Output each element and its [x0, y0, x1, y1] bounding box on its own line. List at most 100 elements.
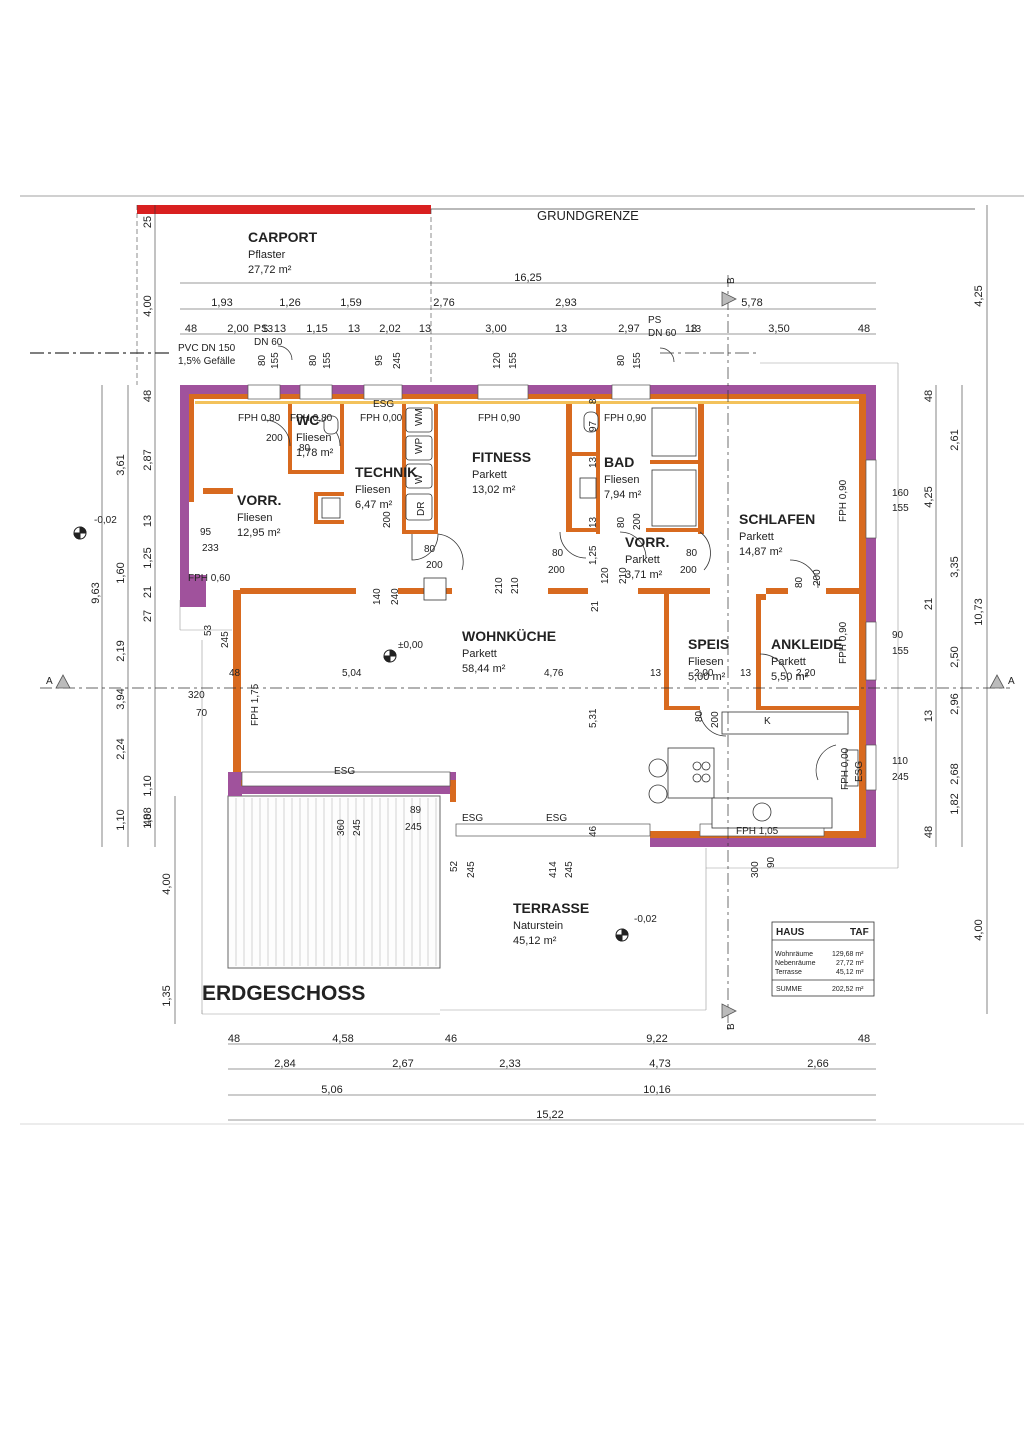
room-floor-ankleide: Parkett — [771, 656, 806, 668]
room-area-vorr2: 3,71 m² — [625, 569, 663, 581]
annotation-sec-a: A — [1008, 676, 1015, 687]
dimension-label: 13 — [419, 323, 431, 335]
section-markers — [40, 275, 1010, 1030]
dimension-label: 4,00 — [973, 919, 985, 940]
dimension-label: 1,08 — [142, 807, 154, 828]
annotation-n-210a: 210 — [494, 577, 505, 594]
annotation-n-125: 1,25 — [588, 545, 599, 565]
annotation-n-245e: 245 — [466, 861, 477, 878]
dimension-lines — [101, 205, 988, 1121]
annotation-n-210c: 210 — [618, 567, 629, 584]
dimension-label: 48 — [142, 814, 154, 826]
dimension-label: 2,93 — [555, 297, 576, 309]
annotation-w-13a: 13 — [262, 324, 274, 335]
annotation-n-245c: 245 — [352, 819, 363, 836]
room-area-speis: 5,00 m² — [688, 671, 726, 683]
legend-row-value: 27,72 m² — [836, 960, 864, 967]
annotation-fph-bad: FPH 0,90 — [604, 413, 647, 424]
annotation-fph-wohn: FPH 1,75 — [250, 683, 261, 726]
room-floor-speis: Fliesen — [688, 656, 723, 668]
room-name-fitness: FITNESS — [472, 449, 531, 465]
annotation-n-155a: 155 — [892, 503, 909, 514]
dimension-label: 21 — [142, 586, 154, 598]
room-area-wohn: 58,44 m² — [462, 663, 506, 675]
annotation-n-46: 46 — [588, 825, 599, 837]
annotation-sec-a: A — [46, 676, 53, 687]
room-floor-technik: Fliesen — [355, 484, 390, 496]
dimension-label: 4,73 — [649, 1058, 670, 1070]
dimension-label: 2,96 — [949, 693, 961, 714]
room-area-wc: 1,78 m² — [296, 447, 334, 459]
dimension-label: 4,00 — [142, 295, 154, 316]
annotation-lvl-m1: -0,02 — [94, 515, 117, 526]
legend-sum-label: SUMME — [776, 986, 802, 993]
room-floor-bad: Fliesen — [604, 474, 639, 486]
dimension-label: 2,67 — [392, 1058, 413, 1070]
annotation-n-97: 97 — [588, 420, 599, 432]
annotation-n-414: 414 — [548, 861, 559, 878]
dimension-label: 2,84 — [274, 1058, 295, 1070]
annotation-fph-vorr: FPH 0,60 — [188, 573, 231, 584]
annotation-w-245: 245 — [392, 352, 403, 369]
annotation-n-90: 90 — [892, 630, 904, 641]
legend-row-label: Nebenräume — [775, 960, 816, 967]
annotation-n-80g: 80 — [694, 710, 705, 722]
dimension-label: 4,25 — [923, 486, 935, 507]
dimension-label: 1,93 — [211, 297, 232, 309]
dimension-label: 1,25 — [142, 547, 154, 568]
area-legend-table: HAUS TAF Wohnräume 129,68 m² Nebenräume … — [771, 921, 875, 997]
annotation-lbl-wt: W — [414, 474, 425, 484]
dimension-label: 15,22 — [536, 1109, 564, 1121]
annotation-n-48a: 48 — [229, 668, 241, 679]
annotation-w-120: 120 — [492, 352, 503, 369]
annotation-n-52: 52 — [449, 860, 460, 872]
dimension-label: 48 — [185, 323, 197, 335]
dimension-label: 1,10 — [115, 809, 127, 830]
annotation-esg4: ESG — [854, 761, 865, 782]
annotation-n-531: 5,31 — [588, 708, 599, 728]
legend-row-label: Wohnräume — [775, 951, 813, 958]
room-area-vorr1: 12,95 m² — [237, 527, 281, 539]
annotation-n-90b: 90 — [766, 856, 777, 868]
annotation-w-155b: 155 — [322, 352, 333, 369]
room-floor-carport: Pflaster — [248, 249, 286, 261]
room-name-vorr2: VORR. — [625, 534, 669, 550]
annotation-fph-ank: FPH 0,90 — [838, 621, 849, 664]
dimension-label: 2,19 — [115, 640, 127, 661]
annotation-n-13c: 13 — [588, 456, 599, 468]
annotation-w-80: 80 — [257, 354, 268, 366]
annotation-n-200c: 200 — [548, 565, 565, 576]
dimension-label: 27 — [142, 610, 154, 622]
room-floor-vorr1: Fliesen — [237, 512, 272, 524]
dimension-label: 1,82 — [949, 793, 961, 814]
room-floor-wc: Fliesen — [296, 432, 331, 444]
annotation-n-210b: 210 — [510, 577, 521, 594]
annotation-n-21: 21 — [590, 600, 601, 612]
room-floor-fitness: Parkett — [472, 469, 507, 481]
dimension-label: 4,58 — [332, 1033, 353, 1045]
room-name-schlafen: SCHLAFEN — [739, 511, 815, 527]
dimension-label: 13 — [274, 323, 286, 335]
dimension-label: 13 — [685, 323, 697, 335]
legend-row-value: 45,12 m² — [836, 969, 864, 976]
annotation-n-8a: 8 — [588, 398, 599, 404]
dimension-label: PS — [254, 323, 269, 335]
annotation-n-13b: 13 — [740, 668, 752, 679]
annotation-n-13d: 13 — [588, 516, 599, 528]
annotation-n-300: 300 — [750, 861, 761, 878]
property-boundary — [30, 205, 975, 1015]
dimension-label: 13 — [348, 323, 360, 335]
annotation-n-200h: 2,00 — [694, 668, 714, 679]
annotation-fph-kue: FPH 1,05 — [736, 826, 779, 837]
annotation-n-80a: 80 — [299, 443, 311, 454]
annotation-lvl-m2: -0,02 — [634, 914, 657, 925]
annotation-sec-b: B — [726, 277, 737, 284]
annotation-n-200d: 200 — [680, 565, 697, 576]
dimension-label: 13 — [142, 515, 154, 527]
annotation-n-245f: 245 — [564, 861, 575, 878]
dimension-label: 3,35 — [949, 556, 961, 577]
room-name-terrasse: TERRASSE — [513, 900, 589, 916]
dimension-label: 2,00 — [227, 323, 248, 335]
